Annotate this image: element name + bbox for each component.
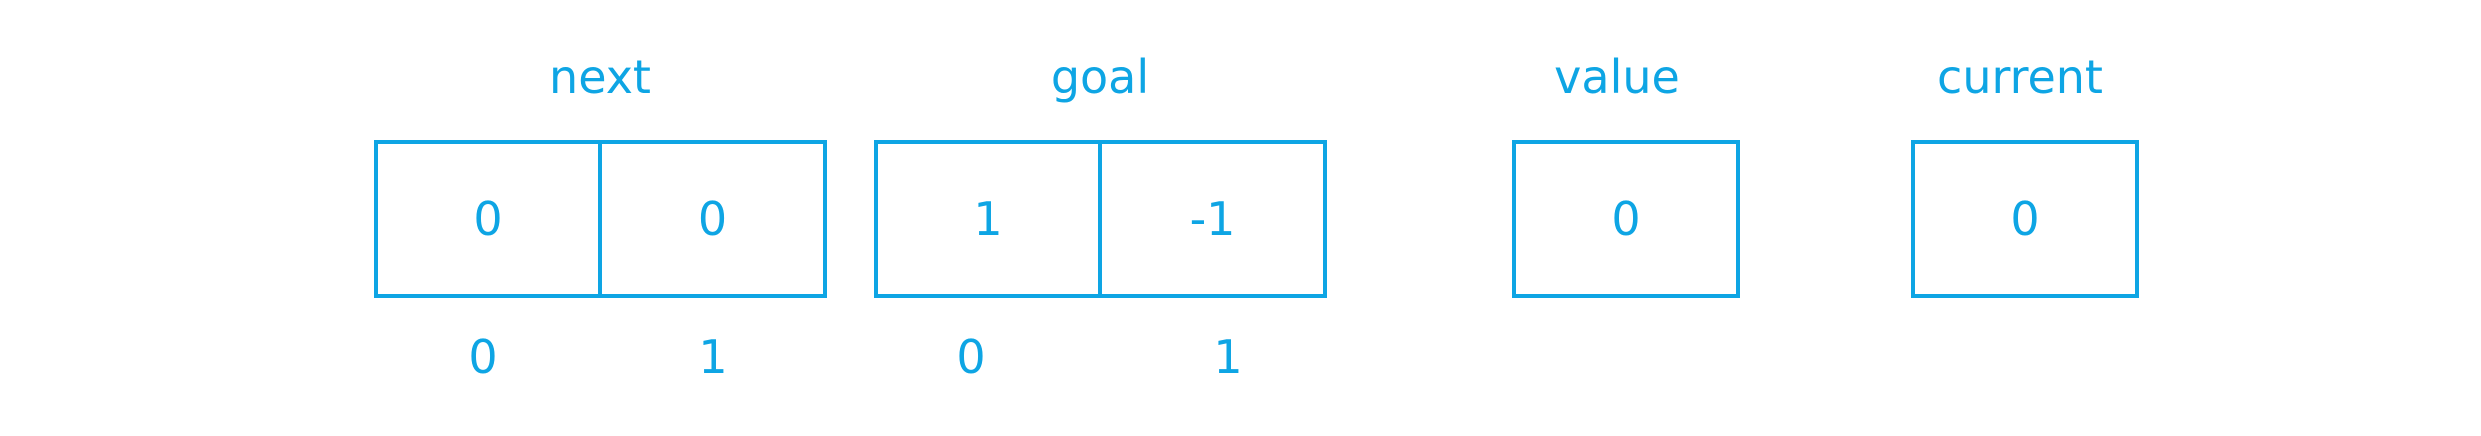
next-index-1: 1 [698, 330, 728, 384]
goal-index-0: 0 [956, 330, 986, 384]
goal-cell-1: -1 [1102, 140, 1327, 298]
next-cell-1: 0 [602, 140, 827, 298]
next-array: 0 0 [374, 140, 827, 298]
goal-cell-0: 1 [874, 140, 1102, 298]
goal-array: 1 -1 [874, 140, 1327, 298]
value-cell-0: 0 [1512, 140, 1740, 298]
value-box: 0 [1512, 140, 1740, 298]
current-box: 0 [1911, 140, 2139, 298]
current-label: current [1937, 50, 2103, 104]
next-cell-0: 0 [374, 140, 602, 298]
goal-label: goal [1050, 50, 1150, 104]
value-label: value [1554, 50, 1680, 104]
next-label: next [549, 50, 651, 104]
goal-index-1: 1 [1213, 330, 1243, 384]
current-cell-0: 0 [1911, 140, 2139, 298]
next-index-0: 0 [468, 330, 498, 384]
